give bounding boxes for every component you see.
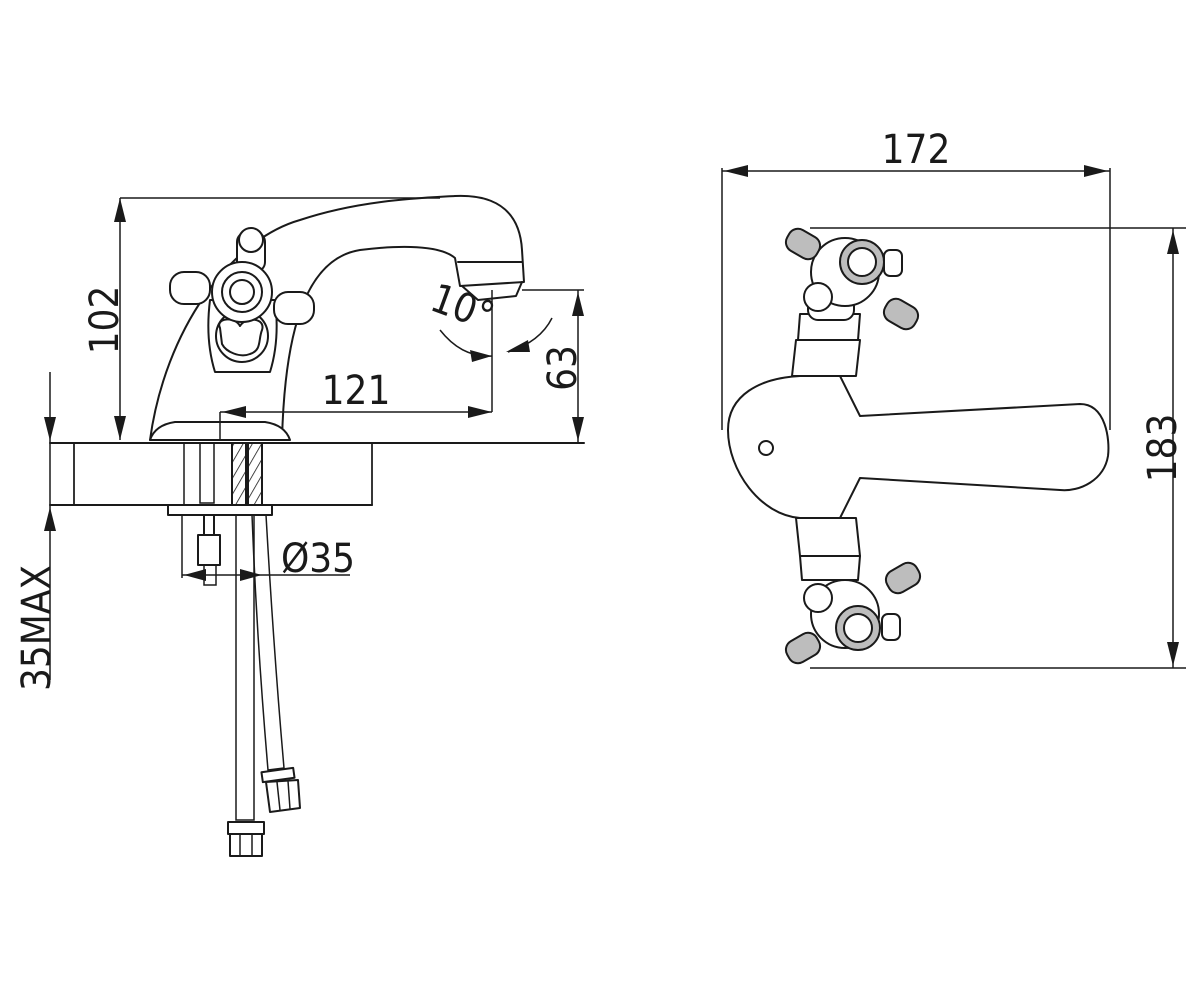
dimension-label-183: 183 <box>1140 414 1186 483</box>
dimension-label-35max: 35MAX <box>14 565 60 691</box>
dimension-102: 102 <box>82 197 440 440</box>
countertop-section <box>49 442 585 506</box>
dimension-label-172: 172 <box>882 127 951 173</box>
dimension-hole-diameter: Ø35 <box>181 515 355 582</box>
flex-hoses <box>227 442 301 857</box>
dimension-35max: 35MAX <box>14 372 60 691</box>
dimension-label-63: 63 <box>540 345 586 391</box>
dimension-angle: 10° <box>425 275 553 362</box>
top-view: 172 183 <box>721 127 1186 669</box>
dimension-63: 63 <box>522 289 586 443</box>
side-view: 102 121 63 10° <box>14 194 586 857</box>
dimension-label-hole-diameter: Ø35 <box>281 536 355 582</box>
dimension-172: 172 <box>721 127 1111 430</box>
dimension-label-102: 102 <box>82 286 128 355</box>
aerator-hole <box>758 440 774 456</box>
side-handle <box>169 227 315 373</box>
dimension-label-121: 121 <box>322 368 391 414</box>
top-spout <box>727 375 1110 519</box>
top-handle-upper <box>784 227 920 377</box>
dimension-121: 121 <box>219 290 493 440</box>
dimension-183: 183 <box>810 227 1186 669</box>
mounting-rod <box>167 442 273 586</box>
top-handle-lower <box>784 517 922 665</box>
